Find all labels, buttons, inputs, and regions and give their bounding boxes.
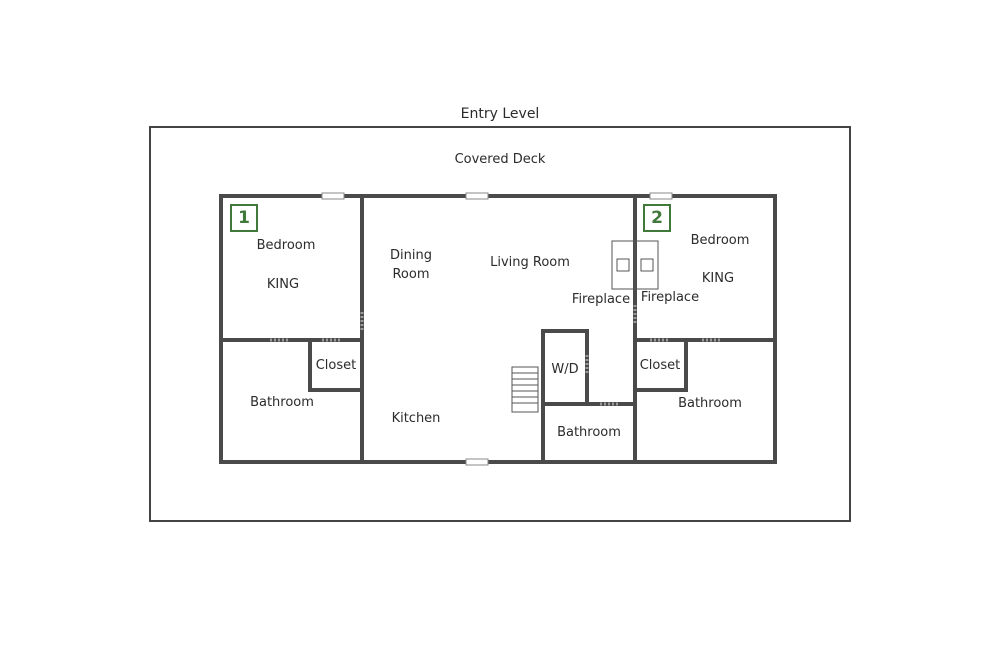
kitchen-label: Kitchen [391,411,441,426]
bedroom1-label: Bedroom [256,238,316,253]
dining-room-label-line1: Dining [390,248,432,263]
dining-room-label-line2: Room [392,267,430,282]
bathroom-center-label: Bathroom [557,425,621,440]
fireplace-label-left: Fireplace [571,292,631,307]
bedroom2-bed-label: KING [701,271,735,286]
bathroom-left-label: Bathroom [250,395,314,410]
stairs [511,366,539,413]
plan-title: Entry Level [460,106,540,122]
deck-outline [149,126,851,522]
bedroom2-label: Bedroom [690,233,750,248]
windows [321,192,673,466]
bedroom-number-badge-2: 2 [643,204,671,232]
doors [270,305,722,406]
covered-deck-label: Covered Deck [454,152,546,167]
closet-left-label: Closet [315,358,357,373]
fireplace-label-right: Fireplace [640,290,700,305]
fireplace-symbols [611,240,659,290]
closet-right-label: Closet [639,358,681,373]
bathroom-right-label: Bathroom [678,396,742,411]
bedroom1-bed-label: KING [266,277,300,292]
living-room-label: Living Room [490,255,570,270]
laundry-label: W/D [551,362,579,377]
bedroom-number-badge-1: 1 [230,204,258,232]
